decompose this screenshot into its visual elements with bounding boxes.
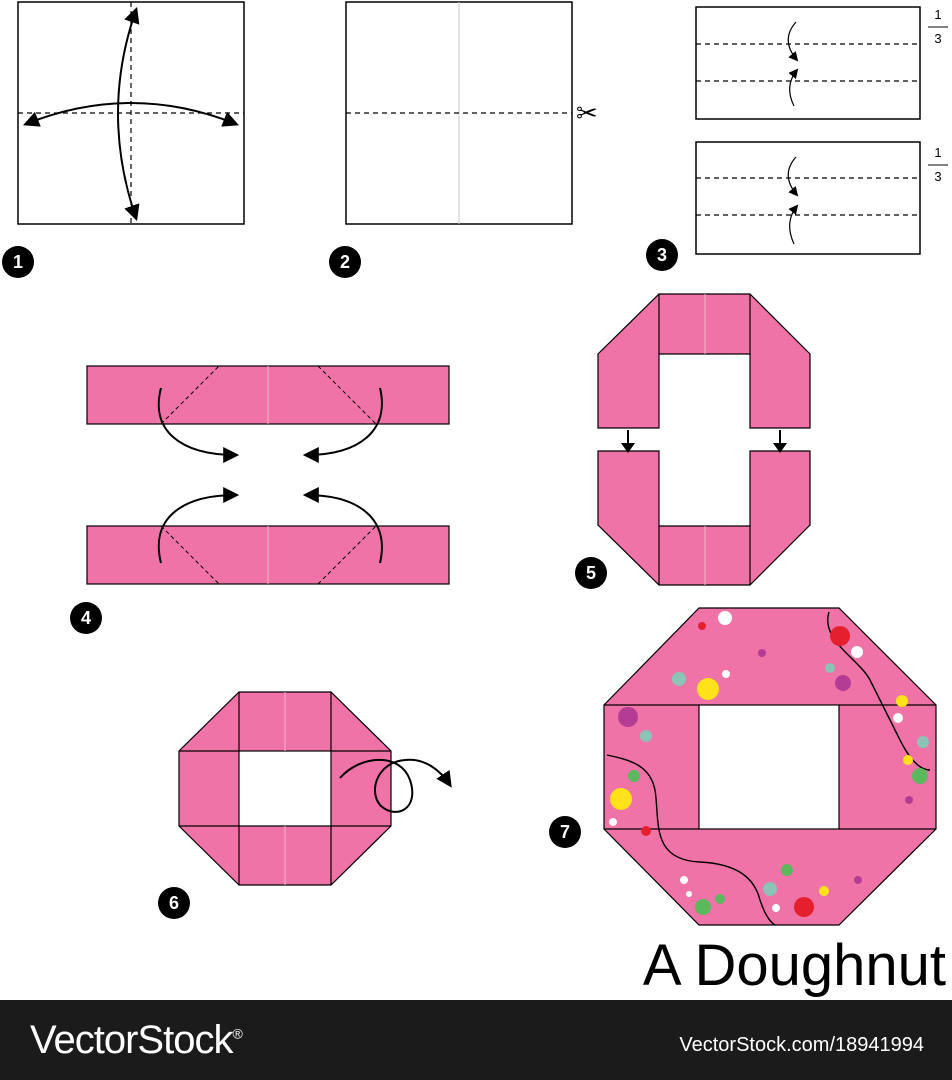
step-1-figure: [17, 1, 245, 225]
fraction-label-top: 1 3: [928, 7, 948, 46]
svg-text:1: 1: [13, 252, 23, 272]
brand-logo: VectorStock®: [30, 1018, 243, 1063]
scissors-icon: ✂: [576, 99, 598, 129]
svg-text:5: 5: [586, 563, 596, 583]
step-5-badge: 5: [575, 557, 607, 589]
svg-text:7: 7: [560, 822, 570, 842]
svg-text:6: 6: [169, 893, 179, 913]
step-6-figure: [178, 691, 452, 886]
step-3-badge: 3: [646, 239, 678, 271]
step-3-figure-top: [695, 6, 921, 120]
svg-text:1: 1: [934, 7, 941, 22]
step-7-badge: 7: [549, 816, 581, 848]
svg-text:3: 3: [934, 169, 941, 184]
step-5-figure: [597, 293, 811, 586]
step-2-badge: 2: [329, 246, 361, 278]
step-7-doughnut: [603, 607, 937, 926]
diagram-title: A Doughnut: [643, 933, 946, 998]
fraction-label-bottom: 1 3: [928, 145, 948, 184]
step-4-figure: [86, 365, 450, 585]
svg-text:2: 2: [340, 252, 350, 272]
step-1-badge: 1: [2, 246, 34, 278]
step-4-badge: 4: [70, 602, 102, 634]
brand-name: VectorStock: [30, 1018, 233, 1062]
image-reference: VectorStock.com/18941994: [679, 1034, 924, 1056]
sprinkles: [609, 611, 929, 917]
step-2-figure: [345, 1, 573, 225]
step-6-badge: 6: [158, 887, 190, 919]
footer-bar: VectorStock® VectorStock.com/18941994: [0, 1000, 952, 1080]
svg-text:3: 3: [934, 31, 941, 46]
step-3-figure-bottom: [695, 141, 921, 255]
svg-text:1: 1: [934, 145, 941, 160]
trademark-symbol: ®: [232, 1025, 242, 1042]
svg-text:4: 4: [81, 608, 91, 628]
svg-text:3: 3: [657, 245, 667, 265]
origami-diagram: ✂ 1 3 1 3: [2, 1, 948, 998]
